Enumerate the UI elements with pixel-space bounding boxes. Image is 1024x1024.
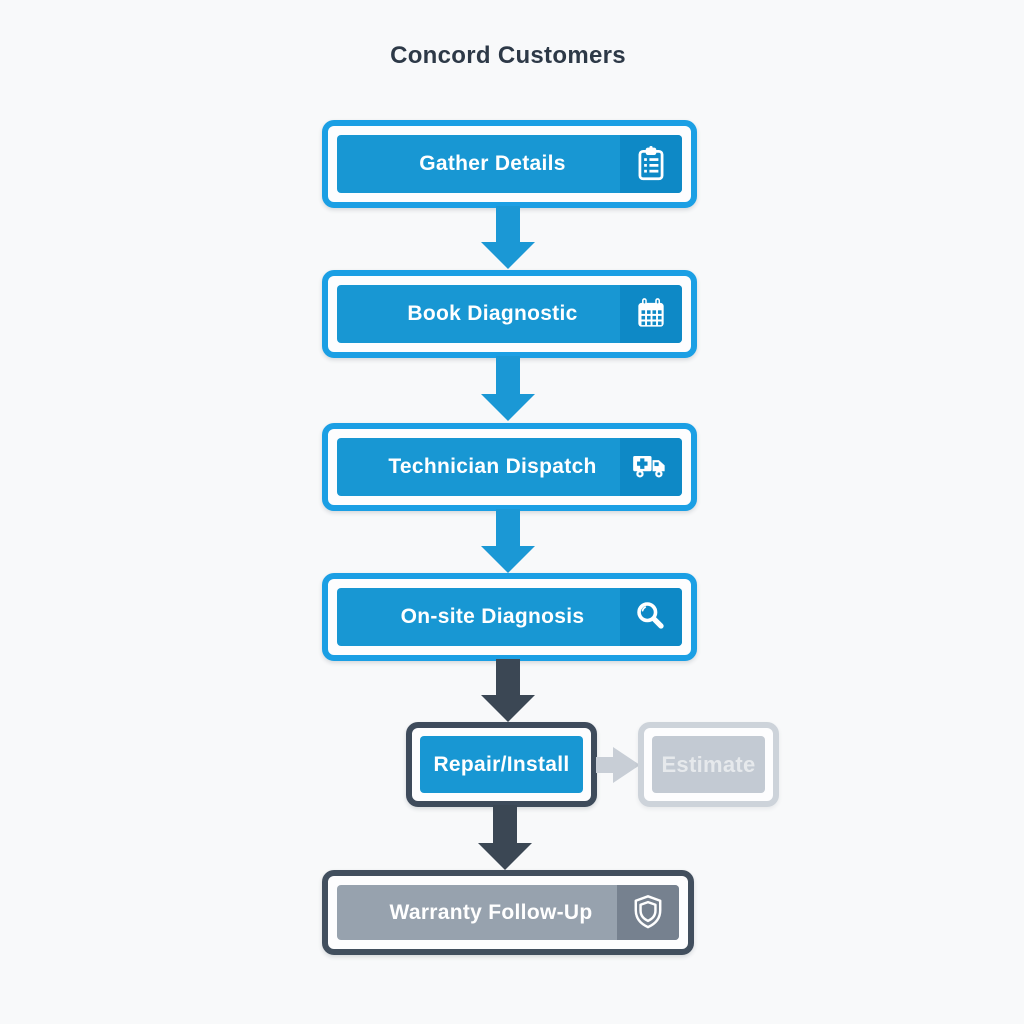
- truck-icon: [620, 438, 682, 496]
- step-repair-install-fill: Repair/Install: [420, 736, 583, 793]
- step-onsite-diagnosis: On-site Diagnosis: [322, 573, 697, 661]
- step-warranty-followup: Warranty Follow-Up: [322, 870, 694, 955]
- step-label: Warranty Follow-Up: [389, 900, 593, 924]
- step-onsite-diagnosis-fill: On-site Diagnosis: [337, 588, 682, 646]
- step-label: Repair/Install: [433, 752, 570, 776]
- step-gather-details: Gather Details: [322, 120, 697, 208]
- page-title: Concord Customers: [390, 42, 626, 69]
- step-book-diagnostic: Book Diagnostic: [322, 270, 697, 358]
- shield-icon: [617, 885, 679, 940]
- clipboard-icon: [620, 135, 682, 193]
- step-label: Gather Details: [419, 152, 566, 175]
- step-label: Technician Dispatch: [388, 455, 597, 478]
- step-repair-install: Repair/Install: [406, 722, 597, 807]
- step-warranty-followup-fill: Warranty Follow-Up: [337, 885, 679, 940]
- step-book-diagnostic-fill: Book Diagnostic: [337, 285, 682, 343]
- estimate-box-fill: Estimate: [652, 736, 765, 793]
- estimate-box: Estimate: [638, 722, 779, 807]
- step-gather-details-fill: Gather Details: [337, 135, 682, 193]
- step-technician-dispatch-fill: Technician Dispatch: [337, 438, 682, 496]
- step-label: On-site Diagnosis: [400, 605, 585, 628]
- step-technician-dispatch: Technician Dispatch: [322, 423, 697, 511]
- estimate-label: Estimate: [661, 751, 756, 777]
- magnifier-icon: [620, 588, 682, 646]
- calendar-icon: [620, 285, 682, 343]
- step-label: Book Diagnostic: [407, 302, 578, 325]
